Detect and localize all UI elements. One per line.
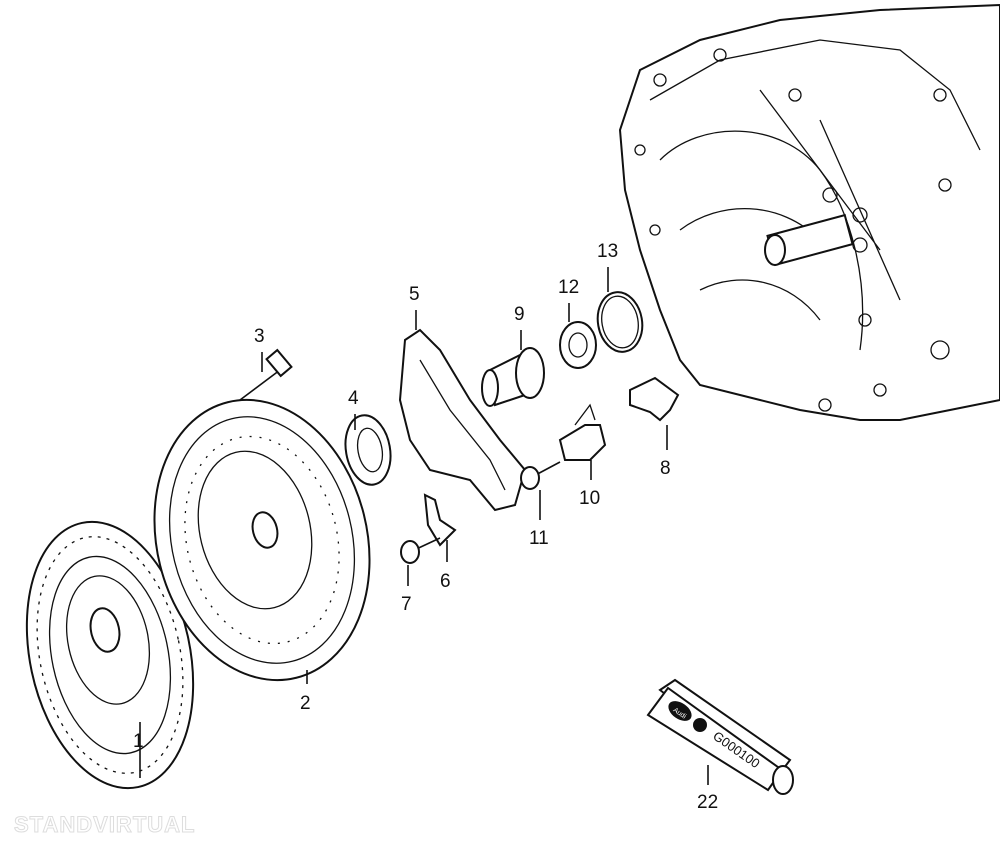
watermark: STANDVIRTUAL [14,812,195,837]
connector-8 [629,376,680,422]
seal-12 [559,321,597,369]
gearbox-housing [618,3,1000,421]
release-bearing [344,414,392,486]
callout-22: 22 [697,792,718,813]
bolt-7 [400,537,441,564]
callout-3: 3 [254,326,265,347]
guide-sleeve [481,347,545,407]
callout-10: 10 [579,488,600,509]
callout-8: 8 [660,458,671,479]
callout-labels: 1 2 3 4 5 6 7 8 9 10 11 12 13 22 [133,241,718,813]
callout-1: 1 [133,731,144,752]
callout-13: 13 [597,241,618,262]
callout-9: 9 [514,304,525,325]
callout-2: 2 [300,693,311,714]
callout-12: 12 [558,277,579,298]
callout-5: 5 [409,284,420,305]
leader-lines [139,267,709,785]
grease-tube: Audi G000100 [646,678,794,795]
bolt-11 [520,461,561,490]
plate-10 [558,403,607,461]
clip-6 [423,493,457,547]
callout-11: 11 [529,528,549,549]
pressure-plate [153,398,371,682]
callout-7: 7 [401,594,412,615]
clutch-disc [25,520,195,790]
release-lever [398,328,527,512]
o-ring-13 [596,291,644,353]
callout-6: 6 [440,571,451,592]
bolt-3 [239,348,293,401]
callout-4: 4 [348,388,359,409]
